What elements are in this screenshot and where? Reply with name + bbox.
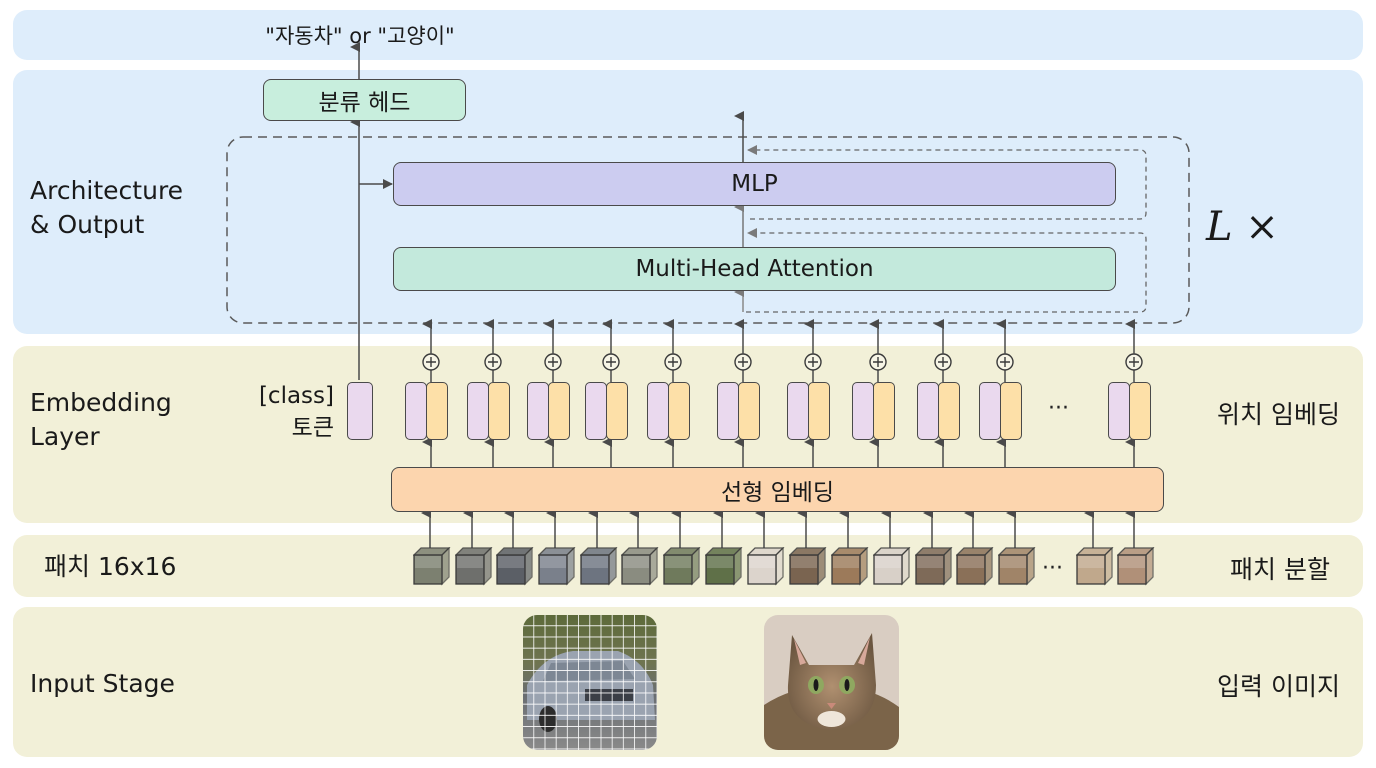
linear-embedding-block: 선형 임베딩: [391, 467, 1164, 512]
position-embedding-token: [852, 382, 874, 440]
patch-embedding-token: [873, 382, 895, 440]
encoder-block-outline: [226, 136, 1190, 324]
position-embedding-token: [527, 382, 549, 440]
patch-embedding-token: [606, 382, 628, 440]
attention-block: Multi-Head Attention: [393, 247, 1116, 291]
cat-image: [764, 615, 899, 750]
position-embedding-token: [405, 382, 427, 440]
cat-patch-cube: [1117, 547, 1155, 586]
position-embedding-label: 위치 임베딩: [1217, 400, 1340, 429]
patch-embedding-token: [808, 382, 830, 440]
stage-label-input: Input Stage: [30, 669, 175, 698]
stage-label-patch: 패치 16x16: [44, 552, 177, 581]
position-embedding-token: [1108, 382, 1130, 440]
position-embedding-token: [717, 382, 739, 440]
position-embedding-token: [585, 382, 607, 440]
token-ellipsis: ···: [1048, 396, 1069, 421]
car-patch-cube: [580, 547, 618, 586]
car-patch-cube: [621, 547, 659, 586]
class-token-label: [class] 토큰: [258, 383, 334, 441]
position-embedding-token: [917, 382, 939, 440]
cat-patch-cube: [747, 547, 785, 586]
patch-embedding-token: [1000, 382, 1022, 440]
residual-mlp: [747, 145, 1147, 220]
cat-picture: [764, 615, 899, 750]
input-image-label: 입력 이미지: [1217, 672, 1340, 701]
linear-embedding-label: 선형 임베딩: [720, 479, 835, 506]
input-band: [13, 607, 1363, 757]
patch-embedding-token: [738, 382, 760, 440]
car-patch-cube: [455, 547, 493, 586]
cat-patch-cube: [789, 547, 827, 586]
car-patch-cube: [496, 547, 534, 586]
patch-embedding-token: [488, 382, 510, 440]
repeat-label: L ×: [1206, 204, 1279, 250]
car-patch-cube: [663, 547, 701, 586]
position-embedding-token: [647, 382, 669, 440]
class-token: [347, 382, 373, 440]
stage-label-embedding: Embedding Layer: [30, 388, 172, 451]
residual-attention: [746, 228, 1147, 313]
position-embedding-token: [467, 382, 489, 440]
output-band: [13, 10, 1363, 60]
patch-embedding-token: [1129, 382, 1151, 440]
patch-embedding-token: [938, 382, 960, 440]
position-embedding-token: [979, 382, 1001, 440]
car-patch-cube: [538, 547, 576, 586]
cat-patch-cube: [915, 547, 953, 586]
car-image: [523, 615, 657, 750]
car-patch-cube: [413, 547, 451, 586]
cat-patch-cube: [956, 547, 994, 586]
patch-split-label: 패치 분할: [1230, 555, 1330, 584]
cat-patch-cube: [831, 547, 869, 586]
patch-embedding-token: [426, 382, 448, 440]
patch-embedding-token: [668, 382, 690, 440]
cat-patch-cube: [1076, 547, 1114, 586]
cat-patch-cube: [998, 547, 1036, 586]
patch-embedding-token: [548, 382, 570, 440]
classification-head-block: 분류 헤드: [263, 79, 466, 121]
patch-ellipsis: ···: [1042, 556, 1063, 581]
car-patch-cube: [705, 547, 743, 586]
mlp-block: MLP: [393, 162, 1116, 206]
cat-patch-cube: [873, 547, 911, 586]
car-picture: [523, 615, 657, 750]
position-embedding-token: [787, 382, 809, 440]
stage-label-architecture: Architecture & Output: [30, 176, 184, 239]
